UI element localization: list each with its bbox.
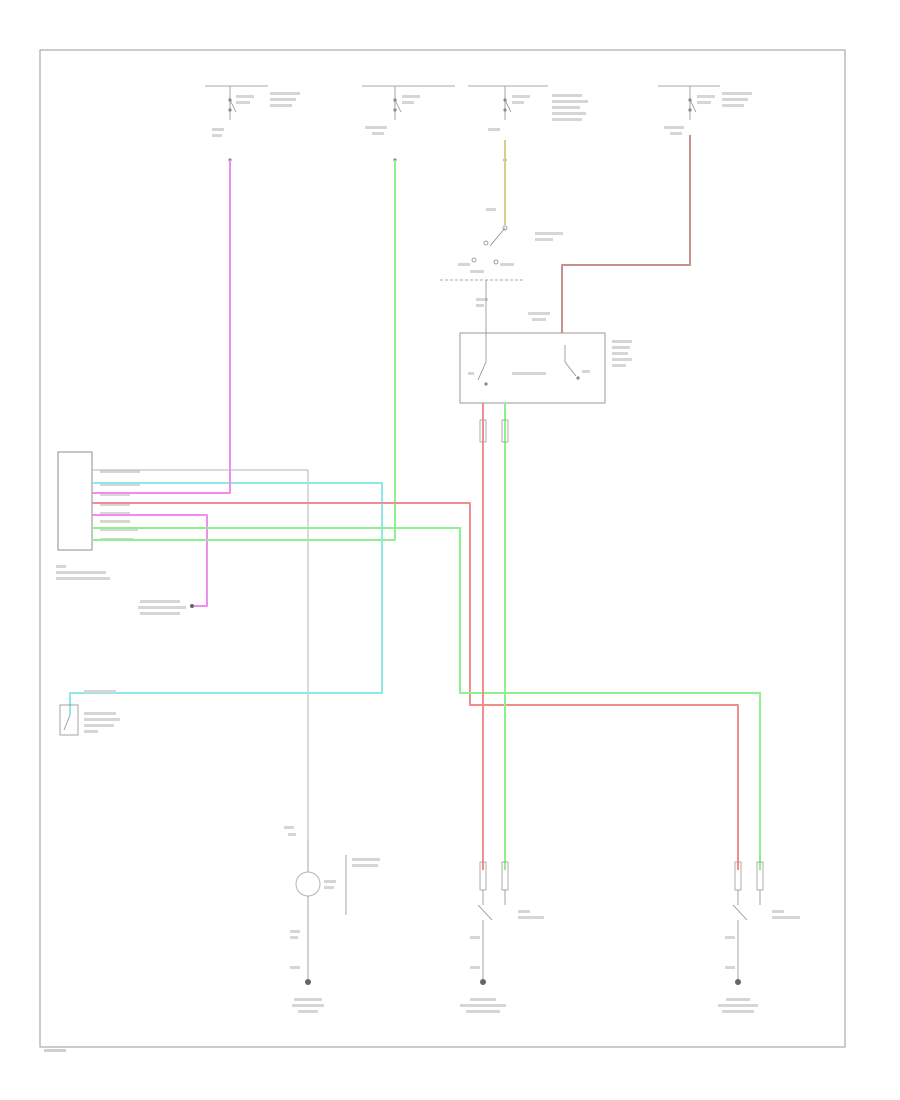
left-headlamp xyxy=(460,861,544,1013)
fuse-source-3 xyxy=(468,85,588,162)
headlamp-control-module xyxy=(459,312,632,404)
gray-wire xyxy=(92,469,309,840)
cluster-terminal-icon xyxy=(190,604,194,608)
ground-icon xyxy=(735,979,741,985)
fuse-source-2 xyxy=(362,85,455,162)
fuse-source-1 xyxy=(205,85,300,162)
ground-icon xyxy=(305,979,311,985)
bulb-icon xyxy=(295,871,321,897)
brown-wire xyxy=(561,135,691,333)
pink-wire xyxy=(92,160,231,494)
green-wire-right xyxy=(92,527,761,870)
ground-icon xyxy=(480,979,486,985)
connector-icon xyxy=(479,419,509,443)
green-wire xyxy=(92,160,396,541)
right-headlamp xyxy=(718,861,800,1013)
pink-wire-cluster xyxy=(92,514,208,607)
diagram-frame xyxy=(39,49,846,1048)
fuse-source-4 xyxy=(658,85,752,135)
parking-brake-switch xyxy=(59,690,120,736)
module-icon xyxy=(459,332,606,404)
combination-switch xyxy=(440,140,563,345)
high-beam-indicator xyxy=(284,826,380,1013)
red-wire-right xyxy=(92,502,739,870)
cyan-wire xyxy=(69,482,383,715)
